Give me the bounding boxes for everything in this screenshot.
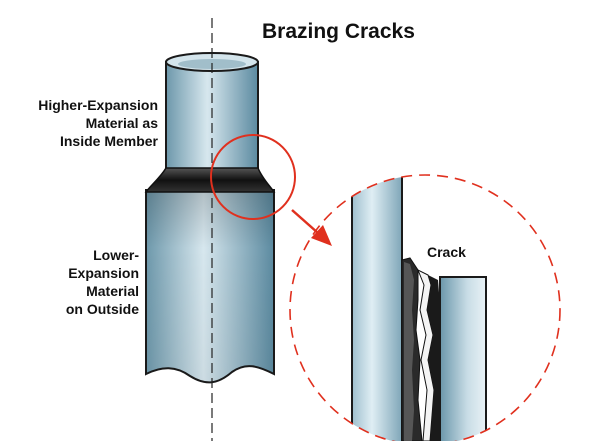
outside-member-label-line-2: Expansion [68,265,139,281]
crack-label: Crack [427,244,466,260]
inside-member-label-line-2: Material as [85,115,158,131]
outside-member-label-line-3: Material [86,283,139,299]
outer-tube [145,189,275,384]
outside-member-label-line-4: on Outside [65,301,139,317]
detail-circle [210,134,296,220]
braze-fillet [144,167,276,193]
magnifier-circle [289,174,561,441]
inside-member-label-line-1: Higher-Expansion [38,97,158,113]
callout-arrow [291,209,332,246]
outside-member-label-line-1: Lower- [93,247,139,263]
outside-member-label: Lower- Expansion Material on Outside [0,246,139,318]
magnified-view [351,175,487,441]
inside-member-label-line-3: Inside Member [59,133,158,149]
inside-member-label: Higher-Expansion Material as Inside Memb… [0,96,158,150]
diagram-title: Brazing Cracks [262,20,415,43]
